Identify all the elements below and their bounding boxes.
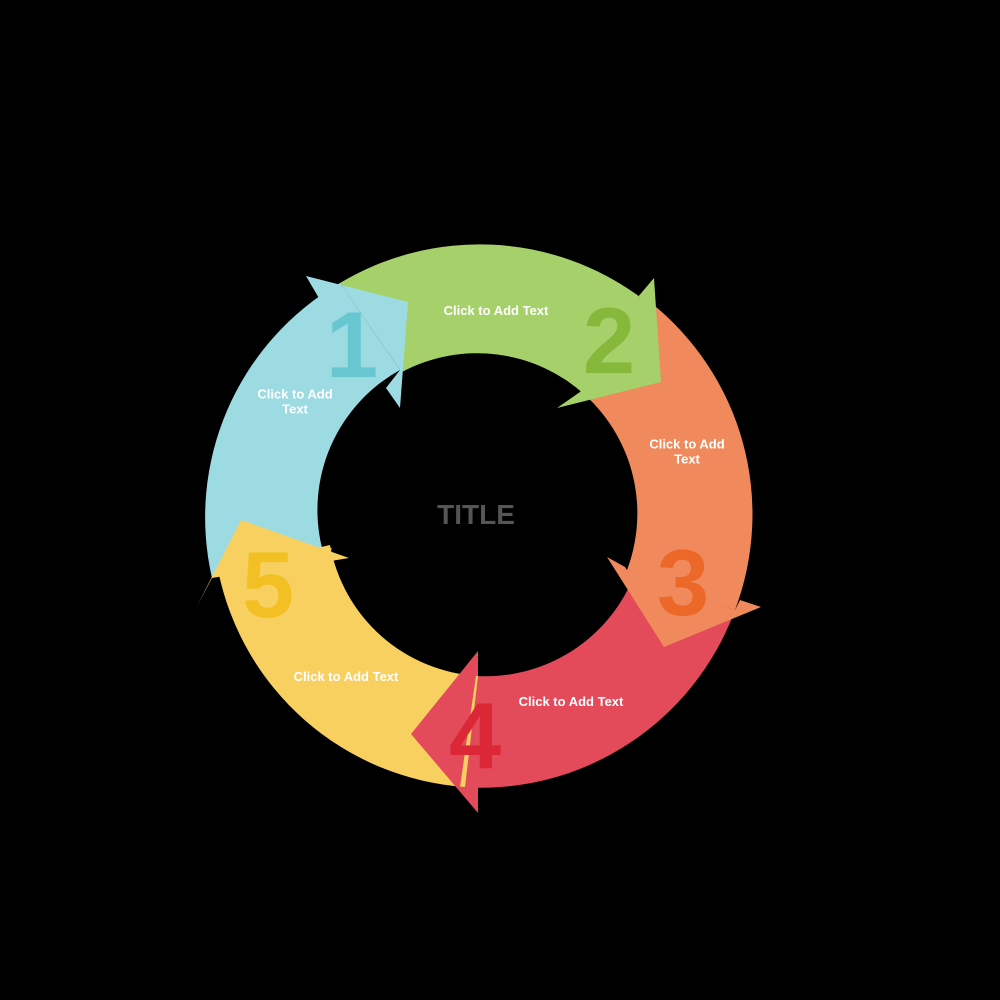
step-2-arrowhead [557,278,661,408]
step-5-arrowhead [197,520,349,606]
step-2-label[interactable]: Click to Add Text [444,303,549,318]
step-3-number: 3 [657,530,709,635]
step-3-arrowhead [607,557,761,647]
step-4-label[interactable]: Click to Add Text [519,694,624,709]
step-4-arrowhead [411,651,478,813]
step-5-label[interactable]: Click to Add Text [294,669,399,684]
step-5-number: 5 [242,532,294,637]
step-1-number: 1 [326,292,378,397]
diagram-title[interactable]: TITLE [437,499,515,530]
step-1-arrowhead [306,276,408,408]
step-1-band[interactable] [205,283,400,578]
step-2-band[interactable] [340,244,640,395]
step-2-number: 2 [583,288,635,393]
step-5-band[interactable] [218,545,478,787]
step-4-number: 4 [449,683,501,788]
